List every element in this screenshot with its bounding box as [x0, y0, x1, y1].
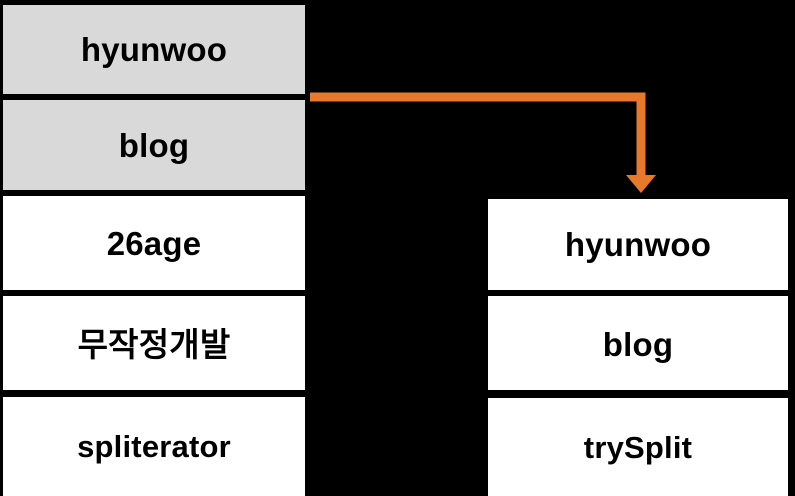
target-column-caption: trySplit — [485, 398, 791, 496]
split-arrow-shaft — [310, 92, 646, 178]
target-cell-blog-label: blog — [602, 325, 674, 363]
split-arrow-icon — [310, 92, 656, 193]
target-cell-hyunwoo: hyunwoo — [485, 196, 791, 293]
target-column-divider — [485, 390, 791, 397]
source-cell-26age: 26age — [0, 193, 308, 293]
source-column-caption: spliterator — [0, 397, 308, 496]
source-column-caption-label: spliterator — [77, 429, 231, 464]
target-cell-hyunwoo-label: hyunwoo — [564, 226, 712, 263]
source-cell-mujakjeong: 무작정개발 — [0, 293, 308, 395]
source-cell-hyunwoo: hyunwoo — [0, 2, 308, 97]
source-cell-blog: blog — [0, 97, 308, 193]
target-cell-blog: blog — [485, 293, 791, 395]
split-arrow-head — [626, 175, 656, 193]
source-column-divider — [0, 390, 308, 397]
source-cell-26age-label: 26age — [106, 224, 202, 262]
source-cell-hyunwoo-label: hyunwoo — [80, 31, 228, 68]
source-cell-mujakjeong-label: 무작정개발 — [77, 325, 231, 363]
target-column-caption-label: trySplit — [583, 429, 693, 465]
source-cell-blog-label: blog — [118, 126, 190, 164]
